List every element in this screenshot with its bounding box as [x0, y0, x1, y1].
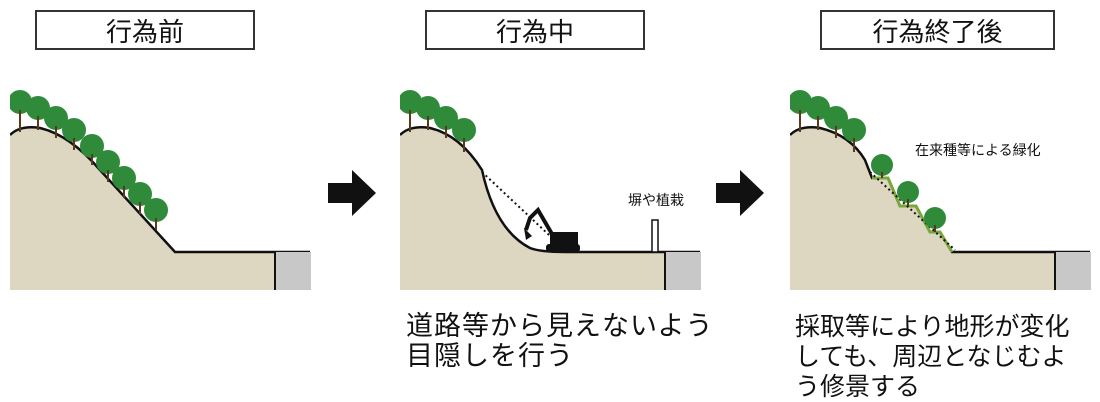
road-block	[1055, 252, 1091, 290]
caption-during: 道路等から見えないよう 目隠しを行う	[406, 312, 713, 372]
tree-icon	[434, 106, 458, 138]
slope-ground	[10, 127, 275, 290]
tree-icon	[416, 96, 440, 130]
caption-after-line3: う修景する	[795, 372, 921, 401]
tree-icon	[871, 154, 893, 178]
tree-group	[10, 90, 168, 230]
tree-group	[400, 90, 476, 152]
tree-icon	[924, 207, 946, 232]
fence-post	[651, 219, 659, 253]
scene-during: 塀や植栽	[400, 60, 705, 295]
slope-outline	[10, 126, 310, 254]
right-arrow-icon	[716, 170, 764, 216]
tree-icon	[806, 96, 830, 130]
tree-icon	[128, 182, 152, 214]
stage-title-during-text: 行為中	[495, 17, 574, 48]
road-block	[665, 252, 701, 290]
stage-title-during: 行為中	[425, 10, 645, 50]
greening-label: 在来種等による緑化	[915, 143, 1041, 159]
stage-title-after-text: 行為終了後	[872, 17, 1003, 48]
right-arrow-icon	[328, 170, 376, 216]
caption-after-line2: しても、周辺となじむよ	[795, 342, 1067, 371]
scene-before-diagram	[10, 90, 311, 290]
tree-icon	[824, 106, 848, 138]
caption-after: 採取等により地形が変化 しても、周辺となじむよ う修景する	[795, 312, 1070, 402]
tree-icon	[96, 150, 120, 182]
stage-title-after: 行為終了後	[820, 10, 1055, 50]
scene-after-diagram	[790, 90, 1091, 290]
fence-planting-label: 塀や植栽	[628, 193, 684, 209]
tree-icon	[452, 118, 476, 152]
slope-ground	[400, 127, 665, 290]
tree-group	[790, 90, 946, 232]
excavator-icon	[524, 206, 580, 252]
tree-icon	[112, 166, 136, 198]
caption-during-line1: 道路等から見えないよう	[406, 311, 714, 342]
caption-after-line1: 採取等により地形が変化	[795, 312, 1070, 341]
tree-icon	[144, 198, 168, 230]
greening-edge	[872, 176, 954, 253]
scene-after: 在来種等による緑化	[790, 60, 1095, 295]
slope-ground	[790, 127, 1055, 290]
stage-title-before-text: 行為前	[105, 17, 184, 48]
scene-during-diagram	[400, 90, 701, 290]
caption-during-line2: 目隠しを行う	[406, 341, 574, 372]
tree-icon	[44, 106, 68, 138]
tree-icon	[842, 118, 866, 152]
scene-before	[10, 60, 315, 295]
original-slope-line	[481, 171, 566, 251]
road-block	[275, 252, 311, 290]
tree-icon	[62, 118, 86, 150]
tree-icon	[26, 96, 50, 130]
original-slope-line	[869, 171, 956, 251]
stage-title-before: 行為前	[35, 10, 255, 50]
tree-icon	[897, 181, 919, 206]
tree-icon	[80, 134, 104, 165]
slope-outline	[400, 126, 700, 254]
